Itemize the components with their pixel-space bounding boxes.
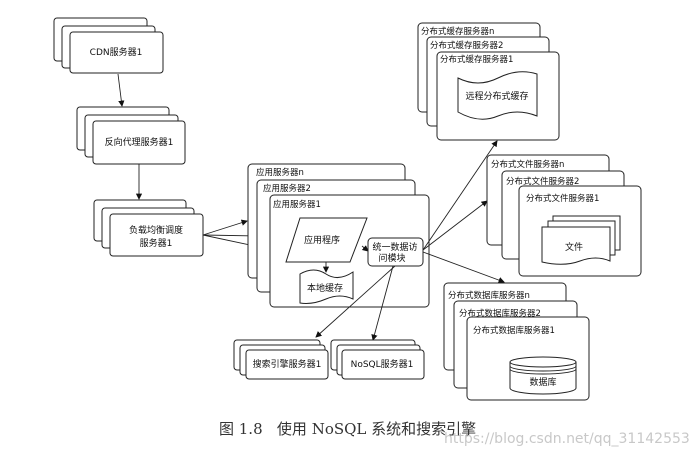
lb-label-line1: 负载均衡调度 (129, 224, 183, 236)
app-server-2-label: 应用服务器2 (263, 183, 311, 194)
arrow-to-file-servers (422, 200, 488, 251)
nosql-server-stack: NoSQL服务器1 (330, 339, 425, 380)
cache-server-1-label: 分布式缓存服务器1 (440, 54, 513, 65)
db-server-1-label: 分布式数据库服务器1 (473, 325, 555, 336)
search-server-label: 搜索引擎服务器1 (253, 358, 322, 370)
app-server-stack: 应用服务器n 应用服务器2 应用服务器1 应用程序 本地缓存 统一数据访 问模块 (247, 163, 430, 308)
app-server-1-label: 应用服务器1 (273, 199, 321, 210)
local-cache-shape (299, 269, 354, 304)
data-access-label-line1: 统一数据访 (372, 241, 417, 253)
arrow-to-db-servers (422, 251, 505, 284)
file-label: 文件 (565, 241, 583, 253)
remote-cache-label: 远程分布式缓存 (465, 90, 528, 102)
local-cache-label: 本地缓存 (307, 282, 343, 294)
reverse-proxy-stack: 反向代理服务器1 (76, 106, 186, 165)
db-server-n-label: 分布式数据库服务器n (448, 290, 530, 301)
arrow-program-to-access (361, 245, 369, 252)
cache-server-stack: 分布式缓存服务器n 分布式缓存服务器2 分布式缓存服务器1 远程分布式缓存 (417, 22, 560, 141)
arrow-lb-to-app-n (202, 219, 248, 236)
data-access-label-line2: 问模块 (378, 252, 405, 264)
file-server-1-label: 分布式文件服务器1 (526, 193, 599, 204)
database-icon (509, 356, 577, 395)
nosql-server-label: NoSQL服务器1 (351, 358, 414, 370)
cdn-server-stack: CDN服务器1 (53, 17, 164, 74)
figure-caption: 图 1.8 使用 NoSQL 系统和搜索引擎 (219, 420, 476, 438)
load-balancer-stack: 负载均衡调度 服务器1 (93, 199, 204, 257)
database-label: 数据库 (529, 376, 556, 388)
cache-server-n-label: 分布式缓存服务器n (421, 26, 494, 37)
cache-server-2-label: 分布式缓存服务器2 (430, 40, 503, 51)
app-program-label: 应用程序 (304, 234, 340, 246)
arrow-to-search (315, 265, 396, 338)
arrow-to-nosql (371, 265, 394, 341)
reverse-proxy-label: 反向代理服务器1 (105, 136, 174, 148)
db-server-stack: 分布式数据库服务器n 分布式数据库服务器2 分布式数据库服务器1 数据库 (443, 282, 590, 401)
arrow-lb-to-app-2 (202, 232, 257, 240)
search-server-stack: 搜索引擎服务器1 (233, 339, 329, 380)
watermark: https://blog.csdn.net/qq_31142553 (444, 431, 690, 447)
file-server-n-label: 分布式文件服务器n (491, 159, 564, 170)
app-program-shape (285, 217, 368, 263)
lb-label-line2: 服务器1 (140, 237, 173, 249)
db-server-2-label: 分布式数据库服务器2 (459, 308, 541, 319)
file-server-2-label: 分布式文件服务器2 (506, 176, 579, 187)
app-server-n-label: 应用服务器n (256, 167, 304, 178)
file-server-stack: 分布式文件服务器n 分布式文件服务器2 分布式文件服务器1 文件 (486, 154, 642, 277)
cdn-label: CDN服务器1 (90, 46, 143, 58)
file-icon (541, 215, 621, 265)
remote-cache-shape (457, 71, 538, 120)
arrow-cdn-to-proxy (117, 73, 125, 107)
arrow-to-cache-servers (422, 140, 498, 251)
